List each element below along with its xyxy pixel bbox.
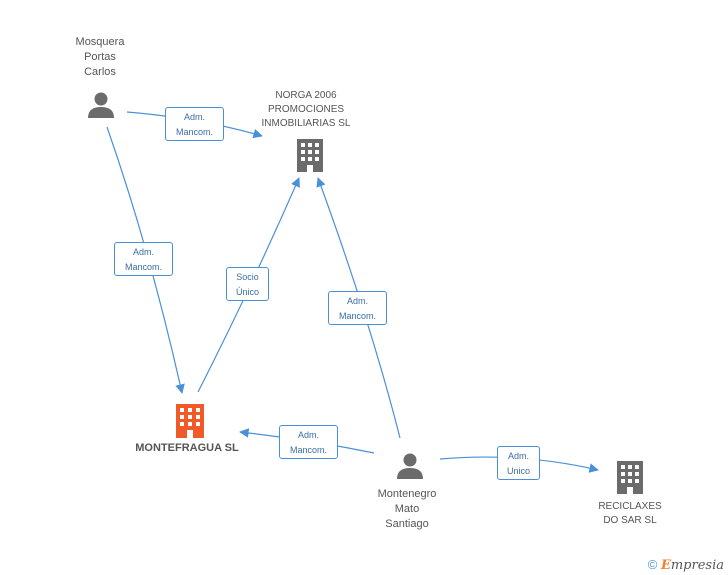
brand-initial: E [660,558,671,573]
edge-label-line: Adm. [183,112,205,122]
edge-label-montenegro-norga: Adm. Mancom. [328,291,387,325]
edge-label-line: Adm. [346,296,368,306]
label-line: NORGA 2006 [275,90,337,101]
building-icon[interactable] [617,461,643,494]
building-icon[interactable] [297,139,323,172]
label-line: DO SAR SL [603,515,657,526]
edge-label-line: Mancom. [175,127,213,137]
building-icon[interactable] [176,404,204,438]
edge-label-line: Único [235,287,259,297]
copyright-icon: © [647,557,658,572]
label-line: Carlos [84,66,116,78]
edge-label-line: Socio [236,272,259,282]
edge-label-mosquera-montefragua: Adm. Mancom. [114,242,173,276]
label-line: RECICLAXES [598,501,662,512]
brand-logo: Empresia [661,558,724,573]
label-line: Portas [84,51,116,63]
edge-label-montefragua-norga: Socio Único [226,267,269,301]
node-label-montenegro[interactable]: Montenegro Mato Santiago [362,487,452,532]
edge-label-line: Mancom. [124,262,162,272]
label-line: INMOBILIARIAS SL [261,118,351,129]
label-line: Mato [394,503,420,515]
person-icon[interactable] [88,92,114,119]
edge-label-line: Mancom. [289,445,327,455]
node-label-reciclaxes[interactable]: RECICLAXES DO SAR SL [578,500,682,528]
edge-label-line: Unico [506,466,530,476]
edge-label-line: Adm. [297,430,319,440]
node-label-mosquera[interactable]: Mosquera Portas Carlos [55,35,145,80]
label-line: Santiago [385,518,429,530]
label-line: Montenegro [377,488,437,500]
label-line: MONTEFRAGUA SL [135,442,239,454]
edge-label-line: Mancom. [338,311,376,321]
footer-brand: © Empresia [648,557,724,573]
edge-label-line: Adm. [132,247,154,257]
edge-label-line: Adm. [507,451,529,461]
node-label-montefragua[interactable]: MONTEFRAGUA SL [120,441,254,456]
edge-label-montenegro-montefragua: Adm. Mancom. [279,425,338,459]
person-icon[interactable] [397,453,423,480]
edge-label-montenegro-reciclaxes: Adm. Unico [497,446,540,480]
brand-name: mpresia [670,558,724,573]
node-label-norga[interactable]: NORGA 2006 PROMOCIONES INMOBILIARIAS SL [250,89,362,131]
edge-label-mosquera-norga: Adm. Mancom. [165,107,224,141]
label-line: PROMOCIONES [267,104,345,115]
label-line: Mosquera [75,36,125,48]
